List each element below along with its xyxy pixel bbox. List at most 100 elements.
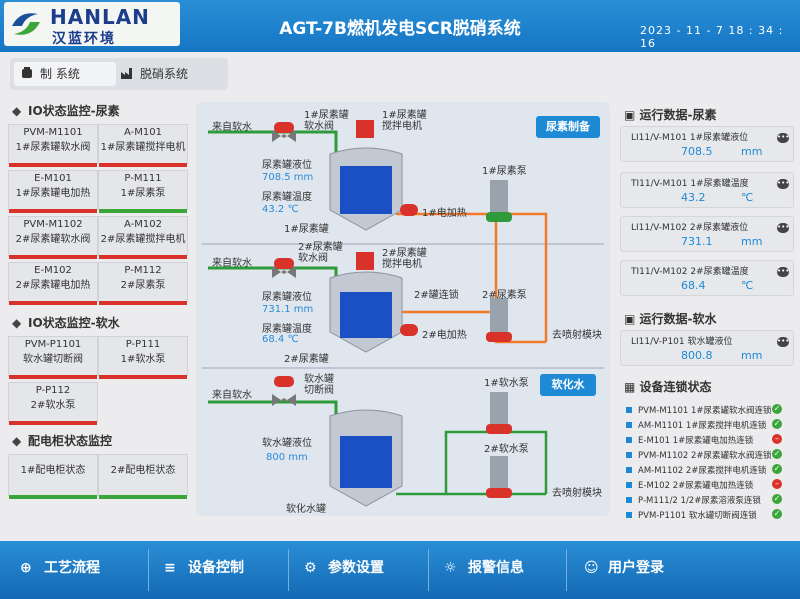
status-bar: [9, 163, 97, 167]
process-diagram-panel: 尿素制备 软化水 来自软水 1#尿素罐 软水阀 1#尿素罐 搅拌电机 尿素罐液位…: [196, 102, 610, 516]
diamond-icon: ◆: [12, 104, 22, 118]
more-icon[interactable]: •••: [777, 337, 790, 347]
nav-params[interactable]: ⚙参数设置: [304, 560, 384, 576]
logo-icon: [12, 13, 40, 35]
grid-icon: ▦: [624, 380, 640, 394]
soft-pump-2[interactable]: [486, 456, 512, 498]
interlock-row: AM-M1102 2#尿素搅拌电机连锁✓: [626, 464, 786, 476]
urea-pump-1[interactable]: [486, 180, 512, 222]
check-icon: ✓: [772, 494, 782, 504]
soft-level-label: 软水罐液位: [262, 438, 312, 449]
soft-tank-label: 软化水罐: [286, 504, 326, 515]
io-box[interactable]: 2#配电柜状态: [98, 454, 188, 499]
gear-icon: ⚙: [304, 560, 317, 576]
tab-label: 脱硝系统: [140, 67, 189, 81]
urea-io-section-title: ◆IO状态监控-尿素: [12, 104, 120, 118]
more-icon[interactable]: •••: [777, 223, 790, 233]
heater-1-label: 1#电加热: [422, 208, 467, 219]
soft-water-tank: [329, 409, 403, 507]
status-bar: [9, 209, 97, 213]
check-icon: ✓: [772, 404, 782, 414]
soft-water-button[interactable]: 软化水: [540, 374, 596, 396]
logo: HANLAN 汉蓝环境: [4, 2, 180, 47]
valve-1[interactable]: [272, 122, 296, 142]
valve-3[interactable]: [272, 376, 296, 406]
check-icon: ✓: [772, 419, 782, 429]
nav-alarms[interactable]: ☼报警信息: [444, 560, 524, 576]
status-bar: [9, 301, 97, 305]
soft-pump-1[interactable]: [486, 392, 512, 434]
interlock-section-title: ▦ 设备连锁状态: [624, 380, 712, 394]
bulb-icon: ☼: [444, 560, 457, 576]
user-icon: ☺: [584, 560, 599, 576]
valve-1-label: 1#尿素罐 软水阀: [304, 110, 349, 132]
valve-3-label: 软水罐 切断阀: [304, 374, 334, 396]
level-2-value: 731.1 mm: [262, 304, 314, 315]
interlock-row: AM-M1101 1#尿素搅拌电机连锁✓: [626, 419, 786, 431]
urea-prep-button[interactable]: 尿素制备: [536, 116, 600, 138]
more-icon[interactable]: •••: [777, 133, 790, 143]
heater-2[interactable]: [400, 324, 418, 336]
interlock-row: E-M102 2#尿素罐电加热连锁–: [626, 479, 786, 491]
mixer-2-label: 2#尿素罐 搅拌电机: [382, 248, 427, 270]
more-icon[interactable]: •••: [777, 179, 790, 189]
valve-2[interactable]: [272, 258, 296, 278]
nav-login[interactable]: ☺用户登录: [584, 560, 664, 576]
nav-process[interactable]: ⊕工艺流程: [20, 560, 100, 576]
system-tabs: 制 系统 脱硝系统: [10, 58, 228, 90]
mixer-2[interactable]: [356, 252, 374, 270]
tank-2-interlock-label: 2#罐连锁: [414, 290, 459, 301]
status-bar: [99, 163, 187, 167]
heater-2-label: 2#电加热: [422, 330, 467, 341]
status-bar: [9, 495, 97, 499]
process-icon: ⊕: [20, 560, 32, 576]
logo-text-cn: 汉蓝环境: [52, 31, 116, 47]
nav-device-control[interactable]: ≡设备控制: [164, 560, 244, 576]
status-bar: [99, 301, 187, 305]
logo-text-en: HANLAN: [50, 5, 150, 29]
soft-level-value: 800 mm: [266, 452, 308, 463]
mixer-1-label: 1#尿素罐 搅拌电机: [382, 110, 427, 132]
status-bar: [99, 255, 187, 259]
divider: [288, 549, 289, 591]
water-data-section-title: ▣ 运行数据-软水: [624, 312, 717, 326]
soft-in-label-3: 来自软水: [212, 390, 252, 401]
divider: [148, 549, 149, 591]
heater-1[interactable]: [400, 204, 418, 216]
status-bar: [9, 421, 97, 425]
temp-1-label: 尿素罐温度: [262, 192, 312, 203]
urea-tank-1: [329, 147, 403, 231]
status-bar: [99, 209, 187, 213]
tab-prep-system[interactable]: 制 系统: [14, 62, 116, 86]
urea-pump-2[interactable]: [486, 298, 512, 342]
interlock-row: P-M111/2 1/2#尿素溶液泵连锁✓: [626, 494, 786, 506]
tab-denitration-system[interactable]: 脱硝系统: [114, 62, 240, 86]
temp-1-value: 43.2 ℃: [262, 204, 299, 215]
soft-in-label-2: 来自软水: [212, 258, 252, 269]
to-spray-label-2: 去喷射模块: [552, 488, 602, 499]
cabinet-section-title: ◆配电柜状态监控: [12, 434, 113, 448]
more-icon[interactable]: •••: [777, 267, 790, 277]
urea-tank-2: [329, 271, 403, 353]
io-box[interactable]: 1#配电柜状态: [8, 454, 98, 499]
tank-1-label: 1#尿素罐: [284, 224, 329, 235]
sliders-icon: ≡: [164, 560, 176, 576]
soft-in-label-1: 来自软水: [212, 122, 252, 133]
mixer-1[interactable]: [356, 120, 374, 138]
urea-data-section-title: ▣ 运行数据-尿素: [624, 108, 717, 122]
